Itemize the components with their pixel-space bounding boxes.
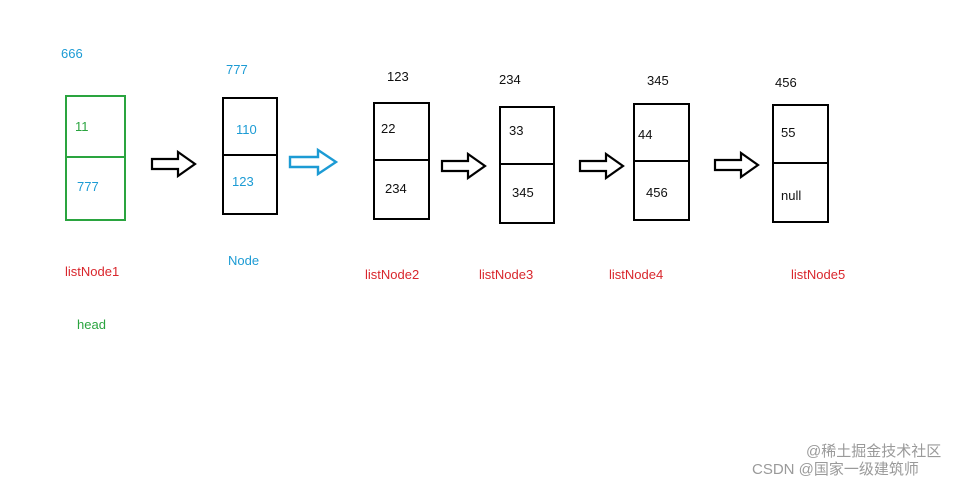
node3-name: listNode2 [365, 267, 420, 282]
node1-next: 777 [77, 179, 99, 194]
node4-data: 33 [509, 123, 524, 138]
arrow-icon [440, 151, 487, 181]
list-node-box-6: 55 null [772, 104, 829, 223]
node5-next: 456 [646, 185, 668, 200]
node5-address: 345 [647, 73, 669, 88]
node3-address: 123 [387, 69, 409, 84]
node1-name: listNode1 [65, 264, 120, 279]
watermark-juejin: @稀土掘金技术社区 [806, 443, 942, 460]
arrow-icon [713, 150, 760, 180]
node4-address: 234 [499, 72, 521, 87]
list-node-box-1: 11 777 [65, 95, 126, 221]
list-node-box-2: 110 123 [222, 97, 278, 215]
node1-address: 666 [61, 46, 83, 61]
node2-next: 123 [232, 174, 254, 189]
node4-next: 345 [512, 185, 534, 200]
node5-name: listNode4 [609, 267, 664, 282]
node6-address: 456 [775, 75, 797, 90]
watermark-csdn: CSDN @国家一级建筑师 [752, 461, 919, 478]
list-node-box-5: 44 456 [633, 103, 690, 221]
node6-next: null [781, 187, 802, 203]
list-node-box-3: 22 234 [373, 102, 430, 220]
node5-data: 44 [638, 127, 653, 142]
arrow-icon [150, 149, 197, 179]
arrow-icon [288, 147, 339, 177]
node2-address: 777 [226, 62, 248, 77]
list-node-box-4: 33 345 [499, 106, 555, 224]
head-label: head [77, 317, 106, 332]
node3-next: 234 [385, 181, 407, 196]
node4-name: listNode3 [479, 267, 534, 282]
node2-data: 110 [236, 122, 257, 137]
node6-name: listNode5 [791, 267, 846, 282]
node3-data: 22 [381, 121, 396, 136]
node2-name: Node [228, 253, 260, 268]
arrow-icon [578, 151, 625, 181]
node6-data: 55 [781, 125, 796, 140]
node1-data: 11 [75, 119, 89, 134]
